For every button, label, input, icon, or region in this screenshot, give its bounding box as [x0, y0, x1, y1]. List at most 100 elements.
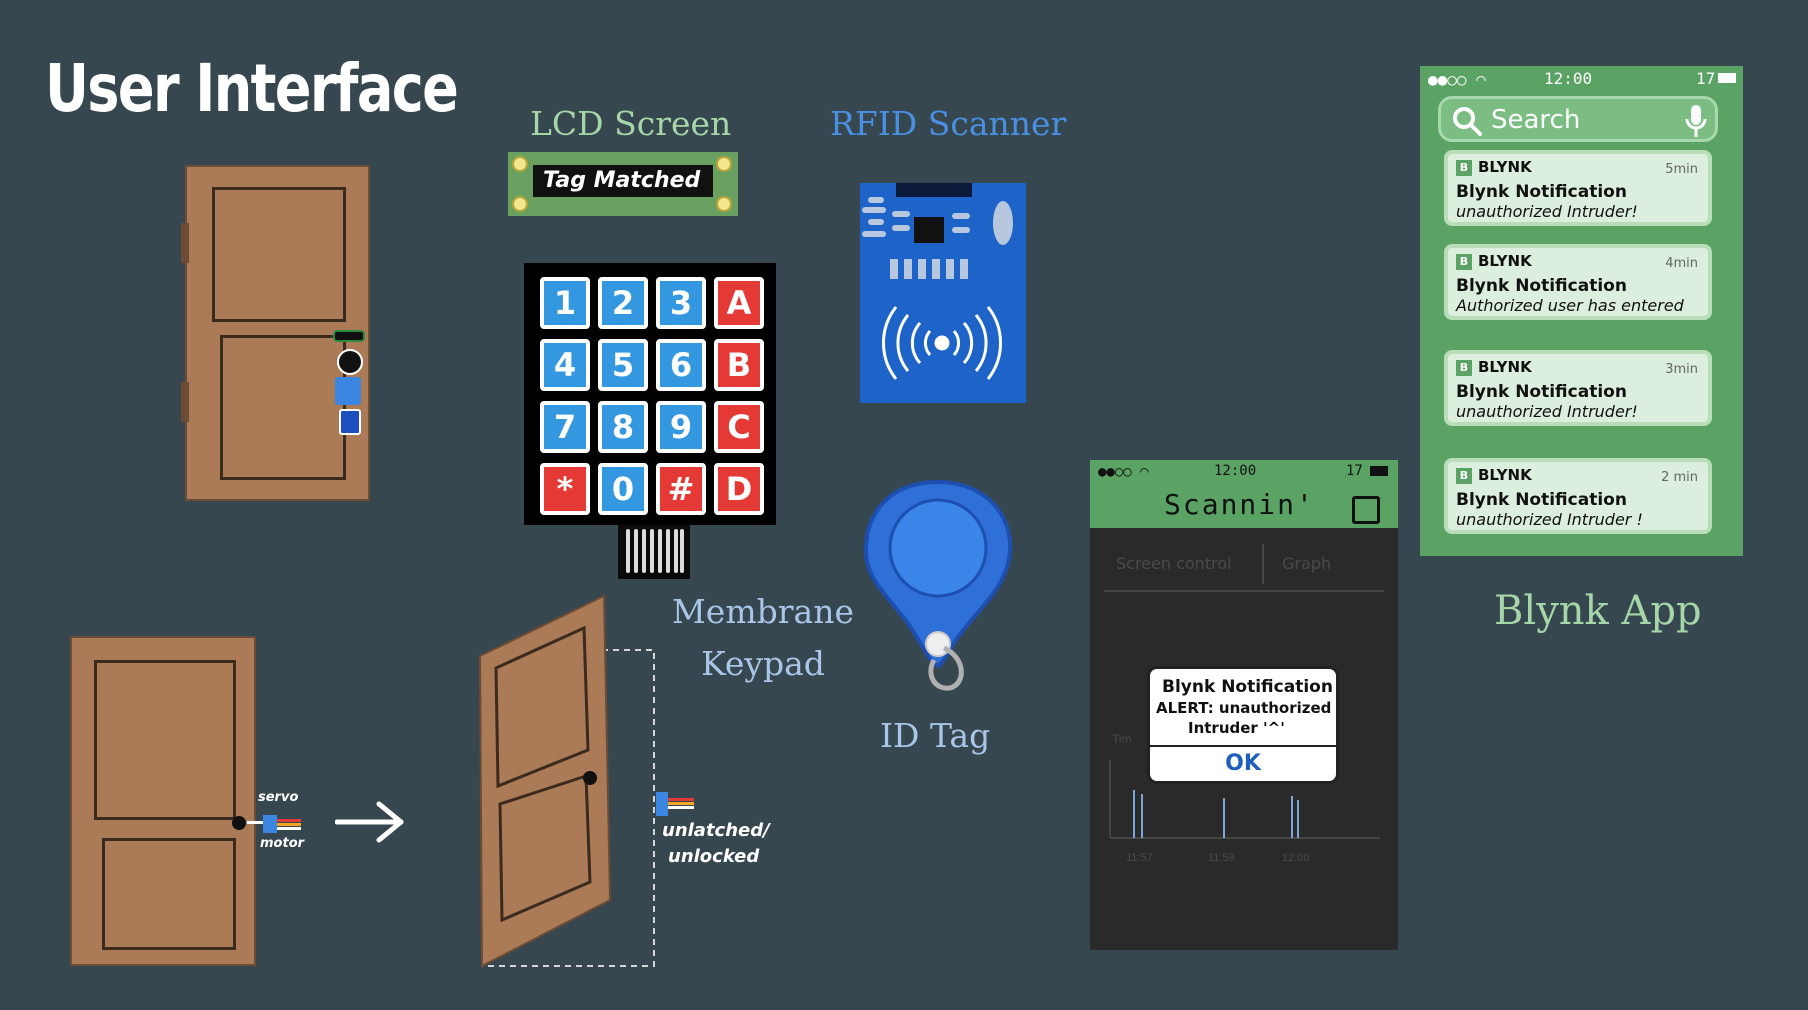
signal-icon: ●●○○ ◠: [1428, 70, 1486, 89]
door-with-lock: [181, 165, 370, 501]
x-tick-label: 11:59: [1208, 852, 1235, 864]
keypad-ribbon-cable: [618, 525, 690, 579]
alert-message-line2: Intruder '^': [1188, 719, 1285, 737]
scanner-header-title: Scannin': [1164, 488, 1315, 521]
search-icon: [1453, 107, 1482, 136]
status-battery: 17: [1346, 463, 1363, 479]
alert-ok-button[interactable]: OK: [1225, 751, 1261, 776]
blynk-icon: B: [1456, 253, 1472, 270]
notification-time: 3min: [1665, 362, 1698, 377]
lcd-screen: Tag Matched: [508, 152, 738, 216]
notification-message: unauthorized Intruder!: [1456, 402, 1638, 421]
tab-screen-control[interactable]: Screen control: [1116, 554, 1232, 573]
tab-divider: [1262, 544, 1264, 584]
servo-label: servo: [258, 790, 299, 805]
arrow-right-icon: [335, 801, 404, 843]
keypad-label-line2: Keypad: [701, 644, 825, 683]
rfid-mini-icon: [339, 409, 361, 435]
keypad-key[interactable]: B: [714, 339, 764, 391]
page-title: User Interface: [45, 50, 459, 127]
lcd-display-text: Tag Matched: [533, 165, 713, 197]
keypad-key[interactable]: 9: [656, 401, 706, 453]
rfid-circuit-icon: [862, 165, 1013, 380]
tab-graph[interactable]: Graph: [1282, 554, 1332, 573]
search-bar[interactable]: Search: [1438, 96, 1718, 142]
notification-card[interactable]: B BLYNK 4min Blynk Notification Authorize…: [1444, 244, 1712, 320]
keypad-key[interactable]: 1: [540, 277, 590, 329]
door-open: [478, 594, 655, 968]
blynk-icon: B: [1456, 467, 1472, 484]
door-hinge-icon: [181, 223, 189, 263]
lcd-mini-icon: [333, 330, 365, 342]
id-tag-label: ID Tag: [880, 716, 991, 755]
blynk-icon: B: [1456, 159, 1472, 176]
notification-app: B BLYNK: [1456, 252, 1532, 270]
unlocked-label: unlocked: [668, 846, 760, 867]
door-panel-bottom: [220, 335, 346, 480]
scanner-menu-icon[interactable]: [1352, 496, 1380, 524]
notification-app-name: BLYNK: [1478, 466, 1532, 484]
keypad-key[interactable]: 8: [598, 401, 648, 453]
door-knob-icon: [337, 349, 363, 375]
keypad-key[interactable]: 6: [656, 339, 706, 391]
search-placeholder: Search: [1491, 105, 1581, 135]
keypad-key[interactable]: #: [656, 463, 706, 515]
keypad-key[interactable]: 7: [540, 401, 590, 453]
signal-icon: ●●○○ ◠: [1098, 464, 1149, 480]
keypad-key[interactable]: 0: [598, 463, 648, 515]
notification-message: Authorized user has entered: [1456, 296, 1684, 315]
rfid-scanner-label: RFID Scanner: [830, 104, 1067, 143]
notification-app-name: BLYNK: [1478, 252, 1532, 270]
keypad-key[interactable]: 4: [540, 339, 590, 391]
motor-label: motor: [260, 836, 305, 851]
scanner-phone-header: ●●○○ ◠ 12:00 17 Scannin': [1090, 460, 1398, 528]
door-panel-top: [94, 660, 236, 820]
alert-dialog: Blynk Notification ALERT: unauthorized I…: [1147, 666, 1339, 784]
notification-app-name: BLYNK: [1478, 158, 1532, 176]
notification-title: Blynk Notification: [1456, 276, 1627, 296]
keypad-key[interactable]: 3: [656, 277, 706, 329]
screw-icon: [512, 196, 528, 212]
graph-axis-label: Tim: [1112, 732, 1132, 746]
keypad-key[interactable]: A: [714, 277, 764, 329]
door-panel-bottom: [102, 838, 236, 950]
membrane-keypad-label: Membrane Keypad: [668, 586, 858, 690]
unlatched-label: unlatched/: [662, 820, 770, 841]
rfid-scanner: [860, 165, 1026, 403]
door-hinge-icon: [181, 382, 189, 422]
status-time: 12:00: [1214, 463, 1257, 479]
id-tag-icon: [863, 479, 1013, 691]
notification-message: unauthorized Intruder !: [1456, 510, 1643, 529]
notification-time: 2 min: [1661, 470, 1698, 485]
alert-title: Blynk Notification: [1162, 677, 1333, 697]
keypad-key[interactable]: C: [714, 401, 764, 453]
graph-bars: [1109, 760, 1380, 839]
keypad-key[interactable]: 5: [598, 339, 648, 391]
keypad-key[interactable]: 2: [598, 277, 648, 329]
servo-motor-icon: [656, 792, 698, 816]
door-closed: [70, 636, 256, 966]
status-time: 12:00: [1544, 69, 1593, 88]
blynk-app-label: Blynk App: [1494, 588, 1702, 634]
notification-time: 4min: [1665, 256, 1698, 271]
x-tick-label: 12:00: [1282, 852, 1310, 864]
keypad-key[interactable]: D: [714, 463, 764, 515]
screw-icon: [716, 156, 732, 172]
door-knob-icon: [232, 816, 246, 830]
notification-app: B BLYNK: [1456, 466, 1532, 484]
notification-app: B BLYNK: [1456, 158, 1532, 176]
notification-title: Blynk Notification: [1456, 182, 1627, 202]
microphone-icon[interactable]: [1685, 103, 1707, 139]
keypad-key[interactable]: *: [540, 463, 590, 515]
notification-message: unauthorized Intruder!: [1456, 202, 1638, 221]
blynk-icon: B: [1456, 359, 1472, 376]
alert-separator: [1150, 745, 1336, 747]
alert-message-line1: ALERT: unauthorized: [1156, 699, 1332, 717]
battery-icon: [1370, 466, 1388, 476]
